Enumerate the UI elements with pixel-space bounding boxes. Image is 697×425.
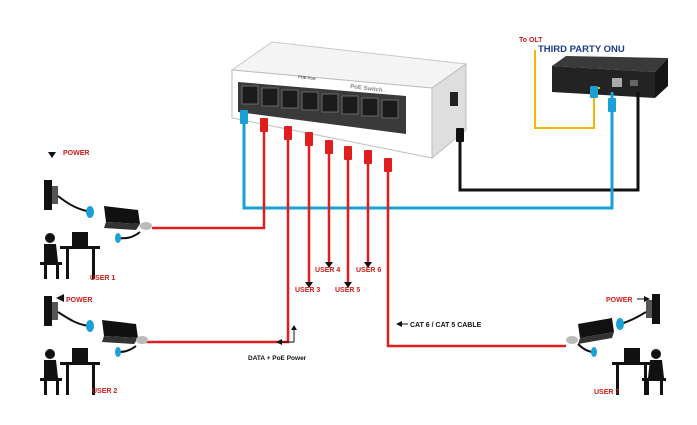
rj45-plug-icon xyxy=(240,86,616,172)
user-at-computer-icon xyxy=(40,348,100,395)
poe-injector-icon xyxy=(102,320,138,344)
switch-power-cable xyxy=(458,92,640,192)
power-label-left: POWER xyxy=(66,297,92,304)
arrow-right-icon xyxy=(644,296,650,302)
wall-socket-icon xyxy=(44,296,58,326)
poe-injector-icon xyxy=(104,206,140,230)
poe-cable-user-2 xyxy=(142,136,290,344)
user-7-station: POWER USER 7 xyxy=(566,294,666,396)
user-1-label: USER 1 xyxy=(90,275,115,282)
poe-switch: PoE Switch POE Port xyxy=(230,41,468,160)
onu-title: THIRD PARTY ONU xyxy=(538,44,625,55)
user-2-label: USER 2 xyxy=(92,388,117,395)
uplink-cable xyxy=(242,92,614,210)
power-switch-icon xyxy=(450,92,458,106)
power-label-top: POWER xyxy=(63,150,89,157)
cable-type-label: CAT 6 / CAT 5 CABLE xyxy=(410,322,482,329)
user-4-label: USER 4 xyxy=(315,267,340,274)
power-label-right: POWER xyxy=(606,297,632,304)
wall-socket-icon xyxy=(44,180,58,210)
third-party-onu: THIRD PARTY ONU To OLT xyxy=(519,37,668,98)
user-2-station: POWER USER 2 xyxy=(40,294,148,395)
onu-port xyxy=(612,78,622,87)
to-olt-label: To OLT xyxy=(519,37,543,44)
user-7-label: USER 7 xyxy=(594,389,619,396)
user-at-computer-icon xyxy=(40,232,100,279)
poe-port-label: POE Port xyxy=(298,74,317,81)
user-3-label: USER 3 xyxy=(295,287,320,294)
user-6-label: USER 6 xyxy=(356,267,381,274)
user-1-station: POWER USER 1 xyxy=(40,150,152,282)
poe-cable-user-7 xyxy=(386,168,566,348)
switch-brand-label: PoE Switch xyxy=(350,84,383,94)
wall-socket-icon xyxy=(646,294,660,324)
arrow-left-icon xyxy=(56,294,64,302)
cable-type-callout: CAT 6 / CAT 5 CABLE xyxy=(396,321,482,329)
poe-injector-icon xyxy=(578,318,614,344)
poe-cable-user-1 xyxy=(152,128,266,230)
user-5-label: USER 5 xyxy=(335,287,360,294)
switch-ports xyxy=(241,85,399,119)
cable-end-arrows xyxy=(305,262,372,288)
data-poe-label: DATA + PoE Power xyxy=(248,355,307,362)
user-at-computer-icon xyxy=(612,348,666,395)
data-poe-callout: DATA + PoE Power xyxy=(248,325,307,362)
arrow-down-icon xyxy=(48,152,56,158)
